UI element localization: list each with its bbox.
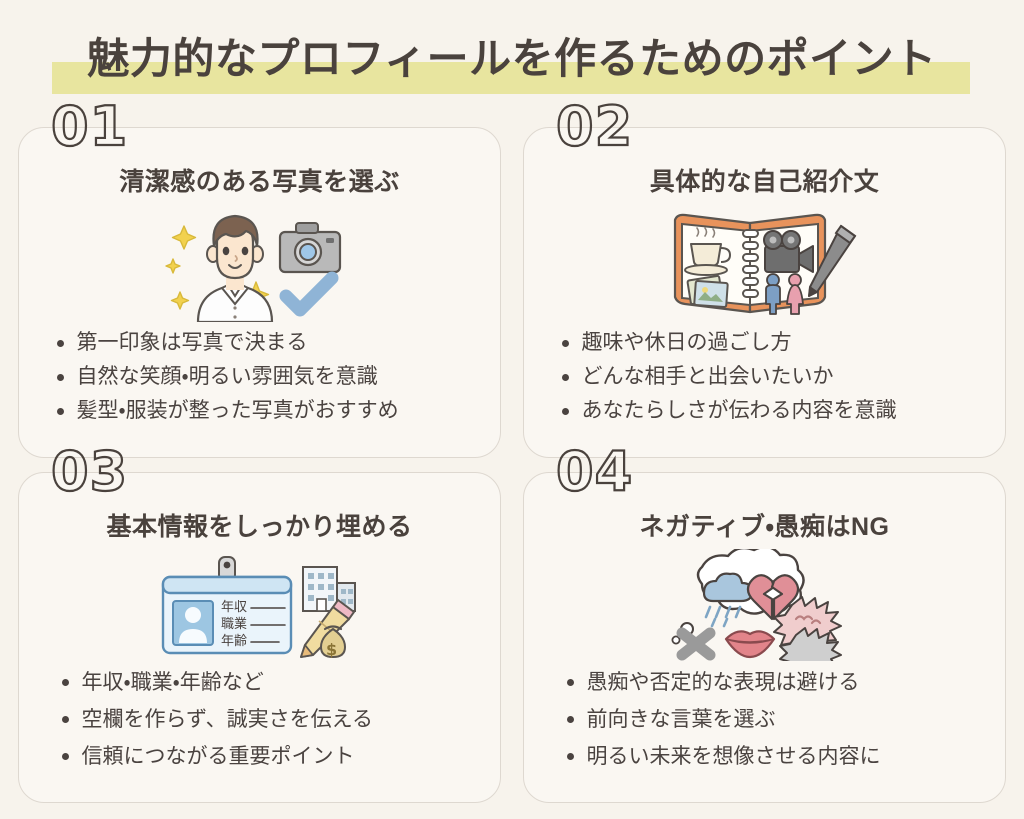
point-card-01: 01 清潔感のある写真を選ぶ (18, 98, 501, 458)
money-symbol: $ (326, 640, 337, 659)
id-label-age: 年齢 (221, 634, 247, 649)
card-heading-01: 清潔感のある写真を選ぶ (119, 168, 400, 196)
illustration-open-notebook (665, 202, 865, 324)
card-number-04: 04 (555, 440, 634, 503)
list-item: 愚痴や否定的な表現は避ける (557, 665, 987, 702)
point-card-02: 02 具体的な自己紹介文 (523, 98, 1006, 458)
card-number-02: 02 (555, 95, 634, 158)
illustration-negative-thoughts (660, 547, 870, 663)
list-item: 年収・職業・年齢など (52, 665, 482, 702)
card-number-01: 01 (50, 95, 129, 158)
point-card-04: 04 ネガティブ・愚痴はNG (523, 443, 1006, 803)
title-highlight-bar (52, 62, 970, 94)
id-label-job: 職業 (221, 616, 247, 632)
id-label-income: 年収 (221, 600, 247, 615)
list-item: 髪型・服装が整った写真がおすすめ (47, 394, 477, 428)
list-item: 前向きな言葉を選ぶ (557, 702, 987, 739)
card-number-03: 03 (50, 440, 129, 503)
card-heading-03: 基本情報をしっかり埋める (106, 513, 413, 541)
list-item: あなたらしさが伝わる内容を意識 (552, 394, 982, 428)
card-bullets-03: 年収・職業・年齢など 空欄を作らず、誠実さを伝える 信頼につながる重要ポイント (38, 665, 482, 775)
page-title: 魅力的なプロフィールを作るためのポイント (87, 35, 937, 82)
points-grid: 01 清潔感のある写真を選ぶ (0, 98, 1024, 819)
card-bullets-01: 第一印象は写真で決まる 自然な笑顔・明るい雰囲気を意識 髪型・服装が整った写真が… (43, 326, 477, 428)
list-item: 第一印象は写真で決まる (47, 326, 477, 360)
card-bullets-02: 趣味や休日の過ごし方 どんな相手と出会いたいか あなたらしさが伝わる内容を意識 (548, 326, 982, 428)
illustration-id-card: 年収 職業 年齢 (155, 547, 365, 663)
page-title-banner: 魅力的なプロフィールを作るためのポイント (0, 0, 1024, 105)
list-item: 明るい未来を想像させる内容に (557, 739, 987, 776)
list-item: 空欄を作らず、誠実さを伝える (52, 702, 482, 739)
list-item: 信頼につながる重要ポイント (52, 739, 482, 776)
card-heading-04: ネガティブ・愚痴はNG (639, 513, 890, 541)
illustration-man-with-camera (160, 202, 360, 324)
point-card-03: 03 基本情報をしっかり埋める 年収 職業 年齢 (18, 443, 501, 803)
list-item: 趣味や休日の過ごし方 (552, 326, 982, 360)
list-item: どんな相手と出会いたいか (552, 360, 982, 394)
card-heading-02: 具体的な自己紹介文 (649, 168, 880, 196)
list-item: 自然な笑顔・明るい雰囲気を意識 (47, 360, 477, 394)
card-bullets-04: 愚痴や否定的な表現は避ける 前向きな言葉を選ぶ 明るい未来を想像させる内容に (543, 665, 987, 775)
